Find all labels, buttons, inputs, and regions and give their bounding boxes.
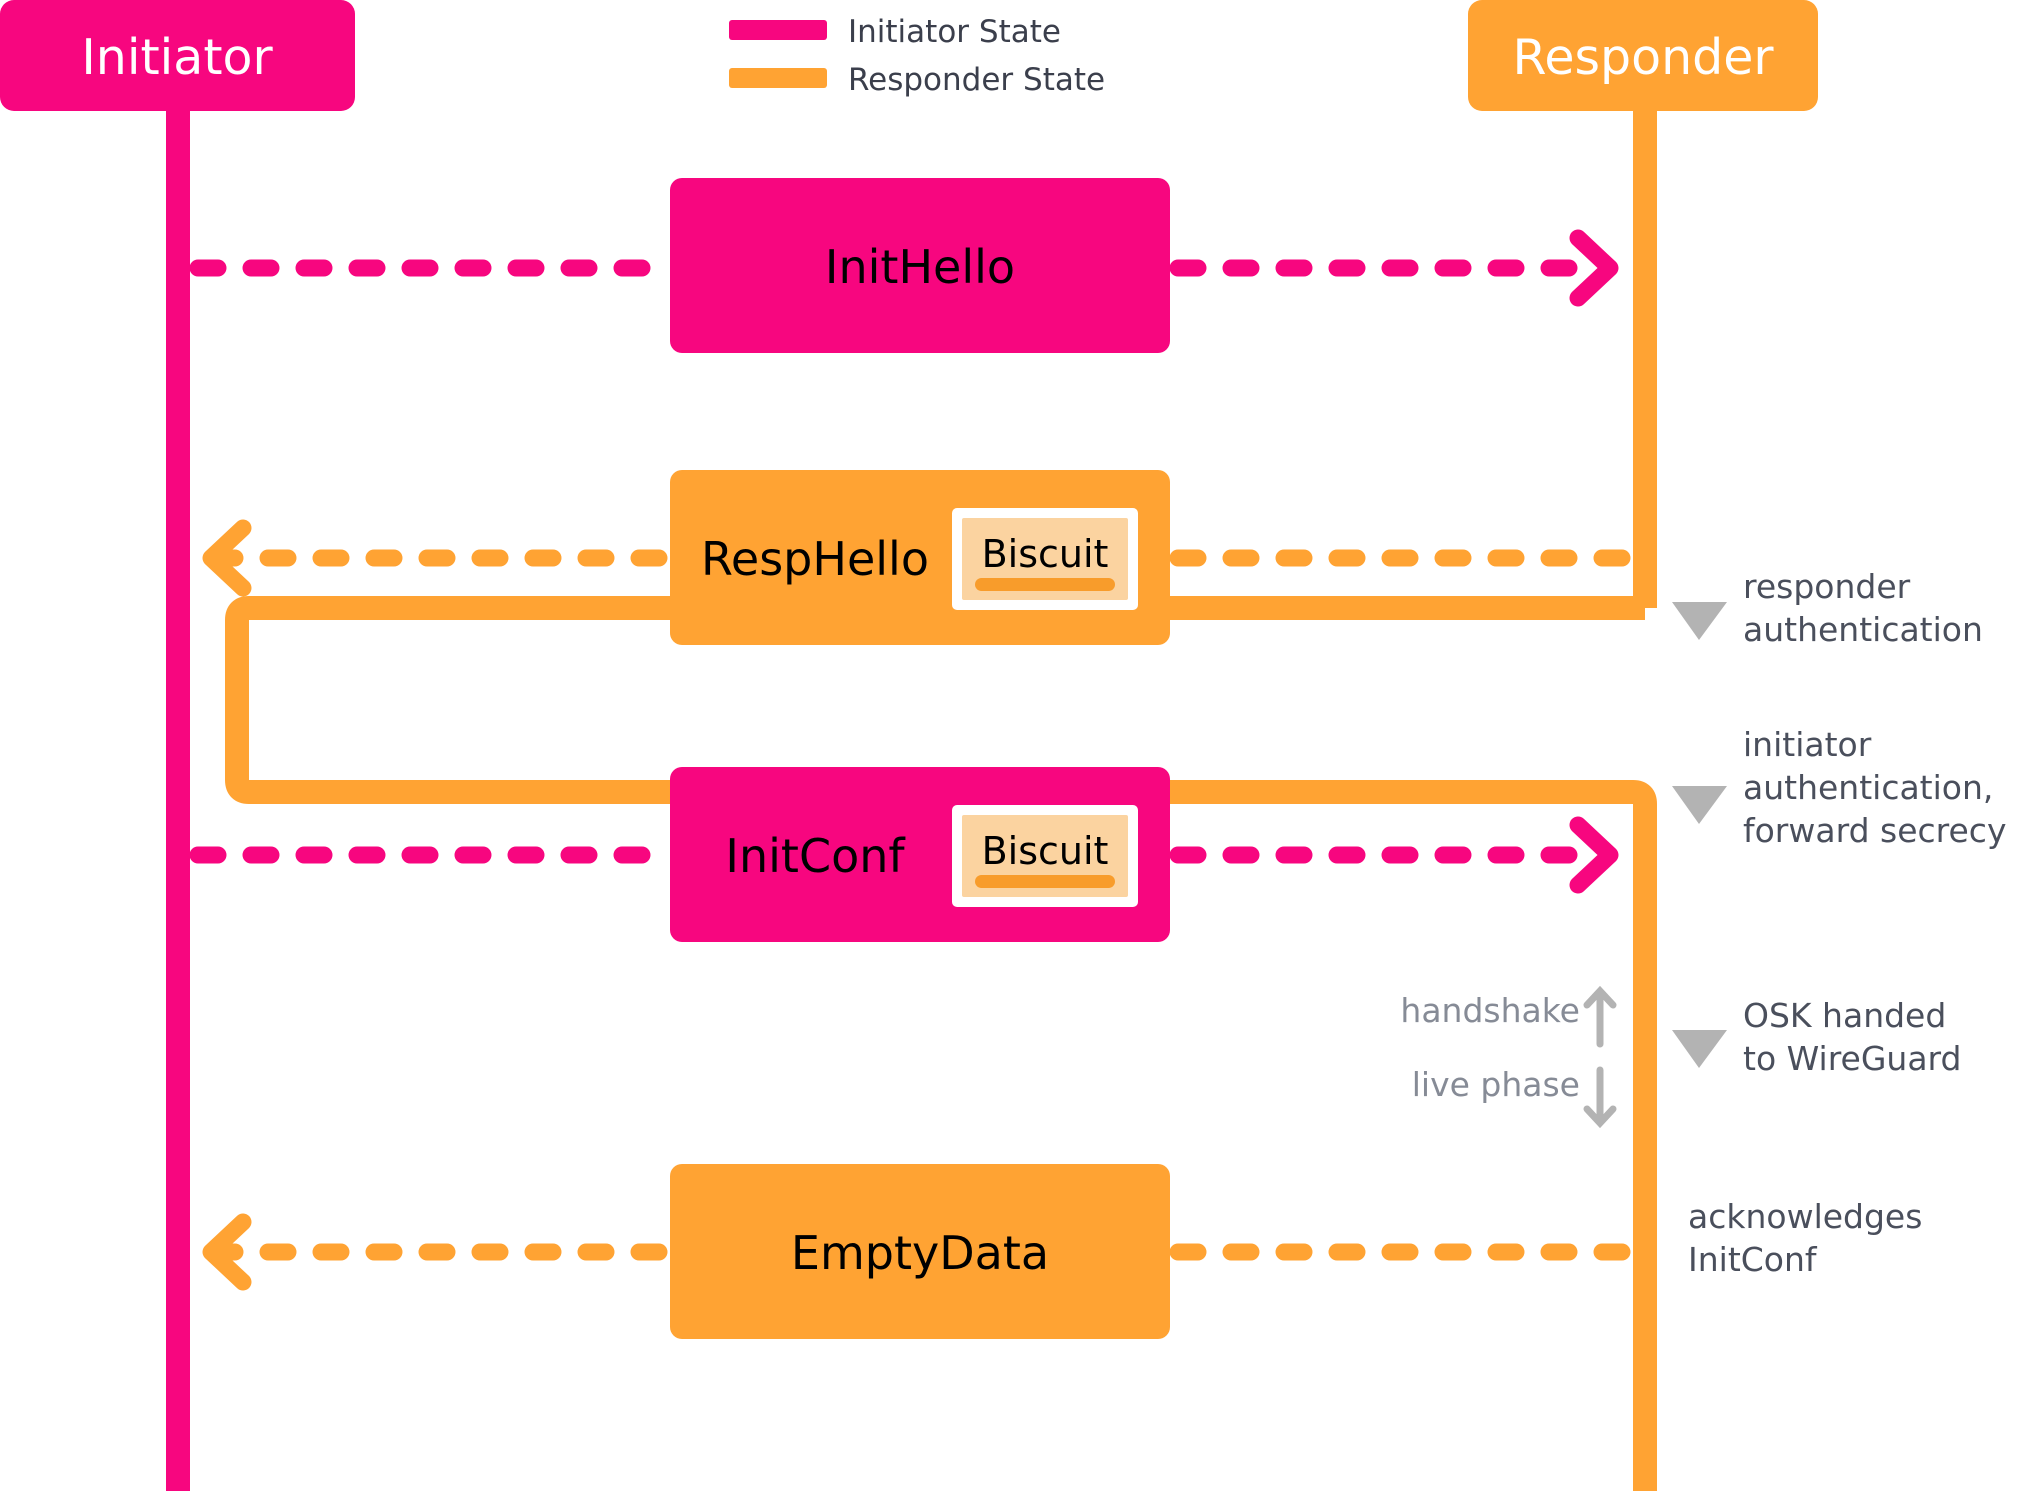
- init-conf-arrow: [189, 816, 1619, 894]
- init-conf-biscuit-label: Biscuit: [982, 829, 1109, 873]
- resp-hello-label: RespHello: [701, 532, 929, 586]
- legend-swatch-initiator: [729, 20, 827, 40]
- arrow-down-icon: [1583, 1066, 1617, 1129]
- empty-data-box[interactable]: [670, 1164, 1170, 1339]
- annotation-responder-authentication-line-2: authentication: [1743, 610, 1983, 649]
- actor-header-initiator[interactable]: Initiator: [0, 0, 355, 111]
- annotation-osk-handed: OSK handed to WireGuard: [1672, 996, 1961, 1078]
- message-init-hello[interactable]: InitHello: [189, 178, 1619, 353]
- empty-data-label: EmptyData: [791, 1226, 1049, 1280]
- initiator-lifeline: [166, 100, 190, 1491]
- responder-header-label: Responder: [1512, 29, 1774, 86]
- annotation-initiator-authentication: initiator authentication, forward secrec…: [1672, 725, 2006, 850]
- init-hello-box[interactable]: [670, 178, 1170, 353]
- annotation-responder-authentication-line-1: responder: [1743, 567, 1911, 606]
- message-empty-data[interactable]: EmptyData: [202, 1164, 1642, 1339]
- annotation-acknowledges-initconf: acknowledges InitConf: [1688, 1197, 1922, 1279]
- initiator-header-box[interactable]: [0, 0, 355, 111]
- responder-lifeline-top: [1633, 100, 1657, 608]
- legend-label-initiator: Initiator State: [848, 14, 1061, 50]
- arrow-up-icon: [1583, 985, 1617, 1048]
- triangle-down-icon: [1672, 786, 1727, 824]
- init-conf-biscuit-bar: [975, 875, 1115, 888]
- phase-marker-handshake: handshake: [1400, 985, 1617, 1048]
- annotation-initiator-authentication-line-3: forward secrecy: [1743, 811, 2006, 850]
- annotation-osk-handed-line-1: OSK handed: [1743, 996, 1946, 1035]
- legend-item-responder-state: Responder State: [729, 62, 1105, 98]
- responder-header-box[interactable]: [1468, 0, 1818, 111]
- init-conf-biscuit-badge[interactable]: Biscuit: [952, 805, 1138, 907]
- init-hello-arrowhead-icon: [1569, 229, 1619, 307]
- annotation-acknowledges-initconf-line-1: acknowledges: [1688, 1197, 1922, 1236]
- resp-hello-biscuit-label: Biscuit: [982, 532, 1109, 576]
- annotation-initiator-authentication-line-1: initiator: [1743, 725, 1872, 764]
- message-init-conf[interactable]: InitConf Biscuit: [189, 767, 1619, 942]
- resp-hello-biscuit-badge[interactable]: Biscuit: [952, 508, 1138, 610]
- triangle-down-icon: [1672, 602, 1727, 640]
- legend-item-initiator-state: Initiator State: [729, 14, 1061, 50]
- legend-swatch-responder: [729, 68, 827, 88]
- init-conf-label: InitConf: [725, 829, 906, 883]
- responder-state-route: [225, 596, 1657, 1491]
- empty-data-arrow: [202, 1213, 1642, 1291]
- init-conf-arrowhead-icon: [1569, 816, 1619, 894]
- init-hello-arrow: [189, 229, 1619, 307]
- annotation-acknowledges-initconf-line-2: InitConf: [1688, 1240, 1818, 1279]
- phase-marker-live-phase-label: live phase: [1412, 1065, 1580, 1104]
- annotation-osk-handed-line-2: to WireGuard: [1743, 1039, 1961, 1078]
- resp-hello-arrow: [202, 519, 1654, 597]
- actor-header-responder[interactable]: Responder: [1468, 0, 1818, 111]
- annotation-initiator-authentication-line-2: authentication,: [1743, 768, 1993, 807]
- message-resp-hello[interactable]: RespHello Biscuit: [202, 470, 1654, 645]
- triangle-down-icon: [1672, 1030, 1727, 1068]
- lifelines: [166, 100, 1657, 1491]
- initiator-header-label: Initiator: [81, 29, 273, 86]
- init-hello-label: InitHello: [825, 240, 1015, 294]
- responder-state-path: [225, 596, 1657, 1491]
- annotation-responder-authentication: responder authentication: [1672, 567, 1983, 649]
- resp-hello-biscuit-bar: [975, 578, 1115, 591]
- legend-label-responder: Responder State: [848, 62, 1105, 98]
- phase-marker-handshake-label: handshake: [1400, 991, 1580, 1030]
- legend: Initiator State Responder State: [729, 14, 1105, 98]
- phase-marker-live-phase: live phase: [1412, 1065, 1617, 1129]
- phase-markers: handshake live phase: [1400, 985, 1617, 1129]
